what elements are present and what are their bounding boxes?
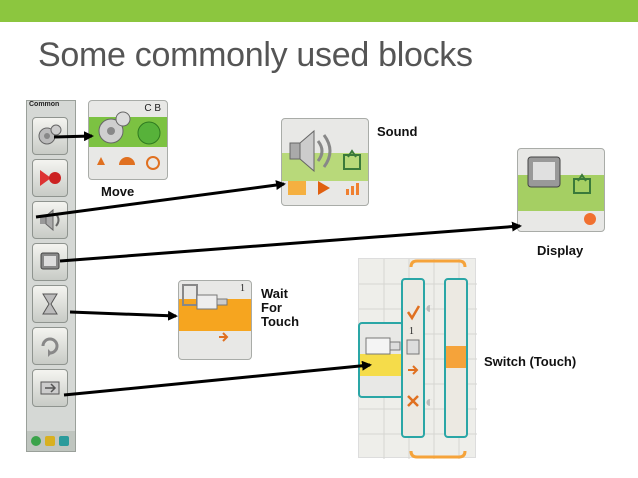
- wait-for-touch-label: Wait For Touch: [261, 286, 300, 329]
- switch-condition-column: 1: [401, 278, 425, 438]
- move-gears-icon: [97, 111, 161, 170]
- sound-speaker-icon: [288, 129, 361, 195]
- switch-right-column: [444, 278, 468, 438]
- switch-upper-beam-icon: ◐: [425, 300, 435, 317]
- switch-condition-icons: [406, 305, 421, 407]
- common-palette-icon[interactable]: [31, 436, 41, 446]
- wait-port: 1: [240, 283, 245, 294]
- record-play-icon: [40, 170, 61, 186]
- palette-header: Common: [29, 101, 60, 108]
- move-block[interactable]: C B: [88, 100, 168, 180]
- complete-palette-icon[interactable]: [45, 436, 55, 446]
- display-screen-icon: [527, 156, 596, 225]
- slide-title: Some commonly used blocks: [38, 36, 473, 74]
- arrow-switch: [63, 360, 372, 397]
- touch-sensor-icon: [182, 284, 229, 342]
- display-screen-icon: [40, 252, 60, 270]
- palette-record-play-button[interactable]: [32, 159, 68, 197]
- move-gears-icon: [38, 124, 62, 145]
- switch-touch-label: Switch (Touch): [484, 354, 577, 369]
- palette-footer: [27, 431, 75, 451]
- touch-sensor-icon: [365, 337, 401, 355]
- sound-label: Sound: [377, 124, 418, 139]
- wait-hourglass-icon: [42, 293, 58, 315]
- move-label: Move: [101, 184, 135, 199]
- palette-loop-button[interactable]: [32, 327, 68, 365]
- display-block[interactable]: [517, 148, 605, 232]
- switch-lower-beam-icon: ◐: [425, 394, 435, 411]
- switch-icon: [40, 381, 60, 395]
- top-accent-bar: [0, 0, 638, 22]
- wait-touch-block[interactable]: 1: [178, 280, 252, 360]
- sound-block[interactable]: [281, 118, 369, 206]
- move-ports: C B: [144, 103, 161, 114]
- display-label: Display: [537, 243, 584, 258]
- arrow-sound: [35, 180, 286, 219]
- arrow-wait: [69, 310, 178, 321]
- block-palette: Common: [26, 100, 76, 452]
- palette-wait-button[interactable]: [32, 285, 68, 323]
- loop-icon: [41, 337, 59, 357]
- arrow-move: [53, 131, 94, 142]
- custom-palette-icon[interactable]: [59, 436, 69, 446]
- switch-right-marker: [446, 346, 466, 368]
- switch-port: 1: [409, 326, 414, 337]
- arrow-display: [59, 221, 522, 263]
- palette-switch-button[interactable]: [32, 369, 68, 407]
